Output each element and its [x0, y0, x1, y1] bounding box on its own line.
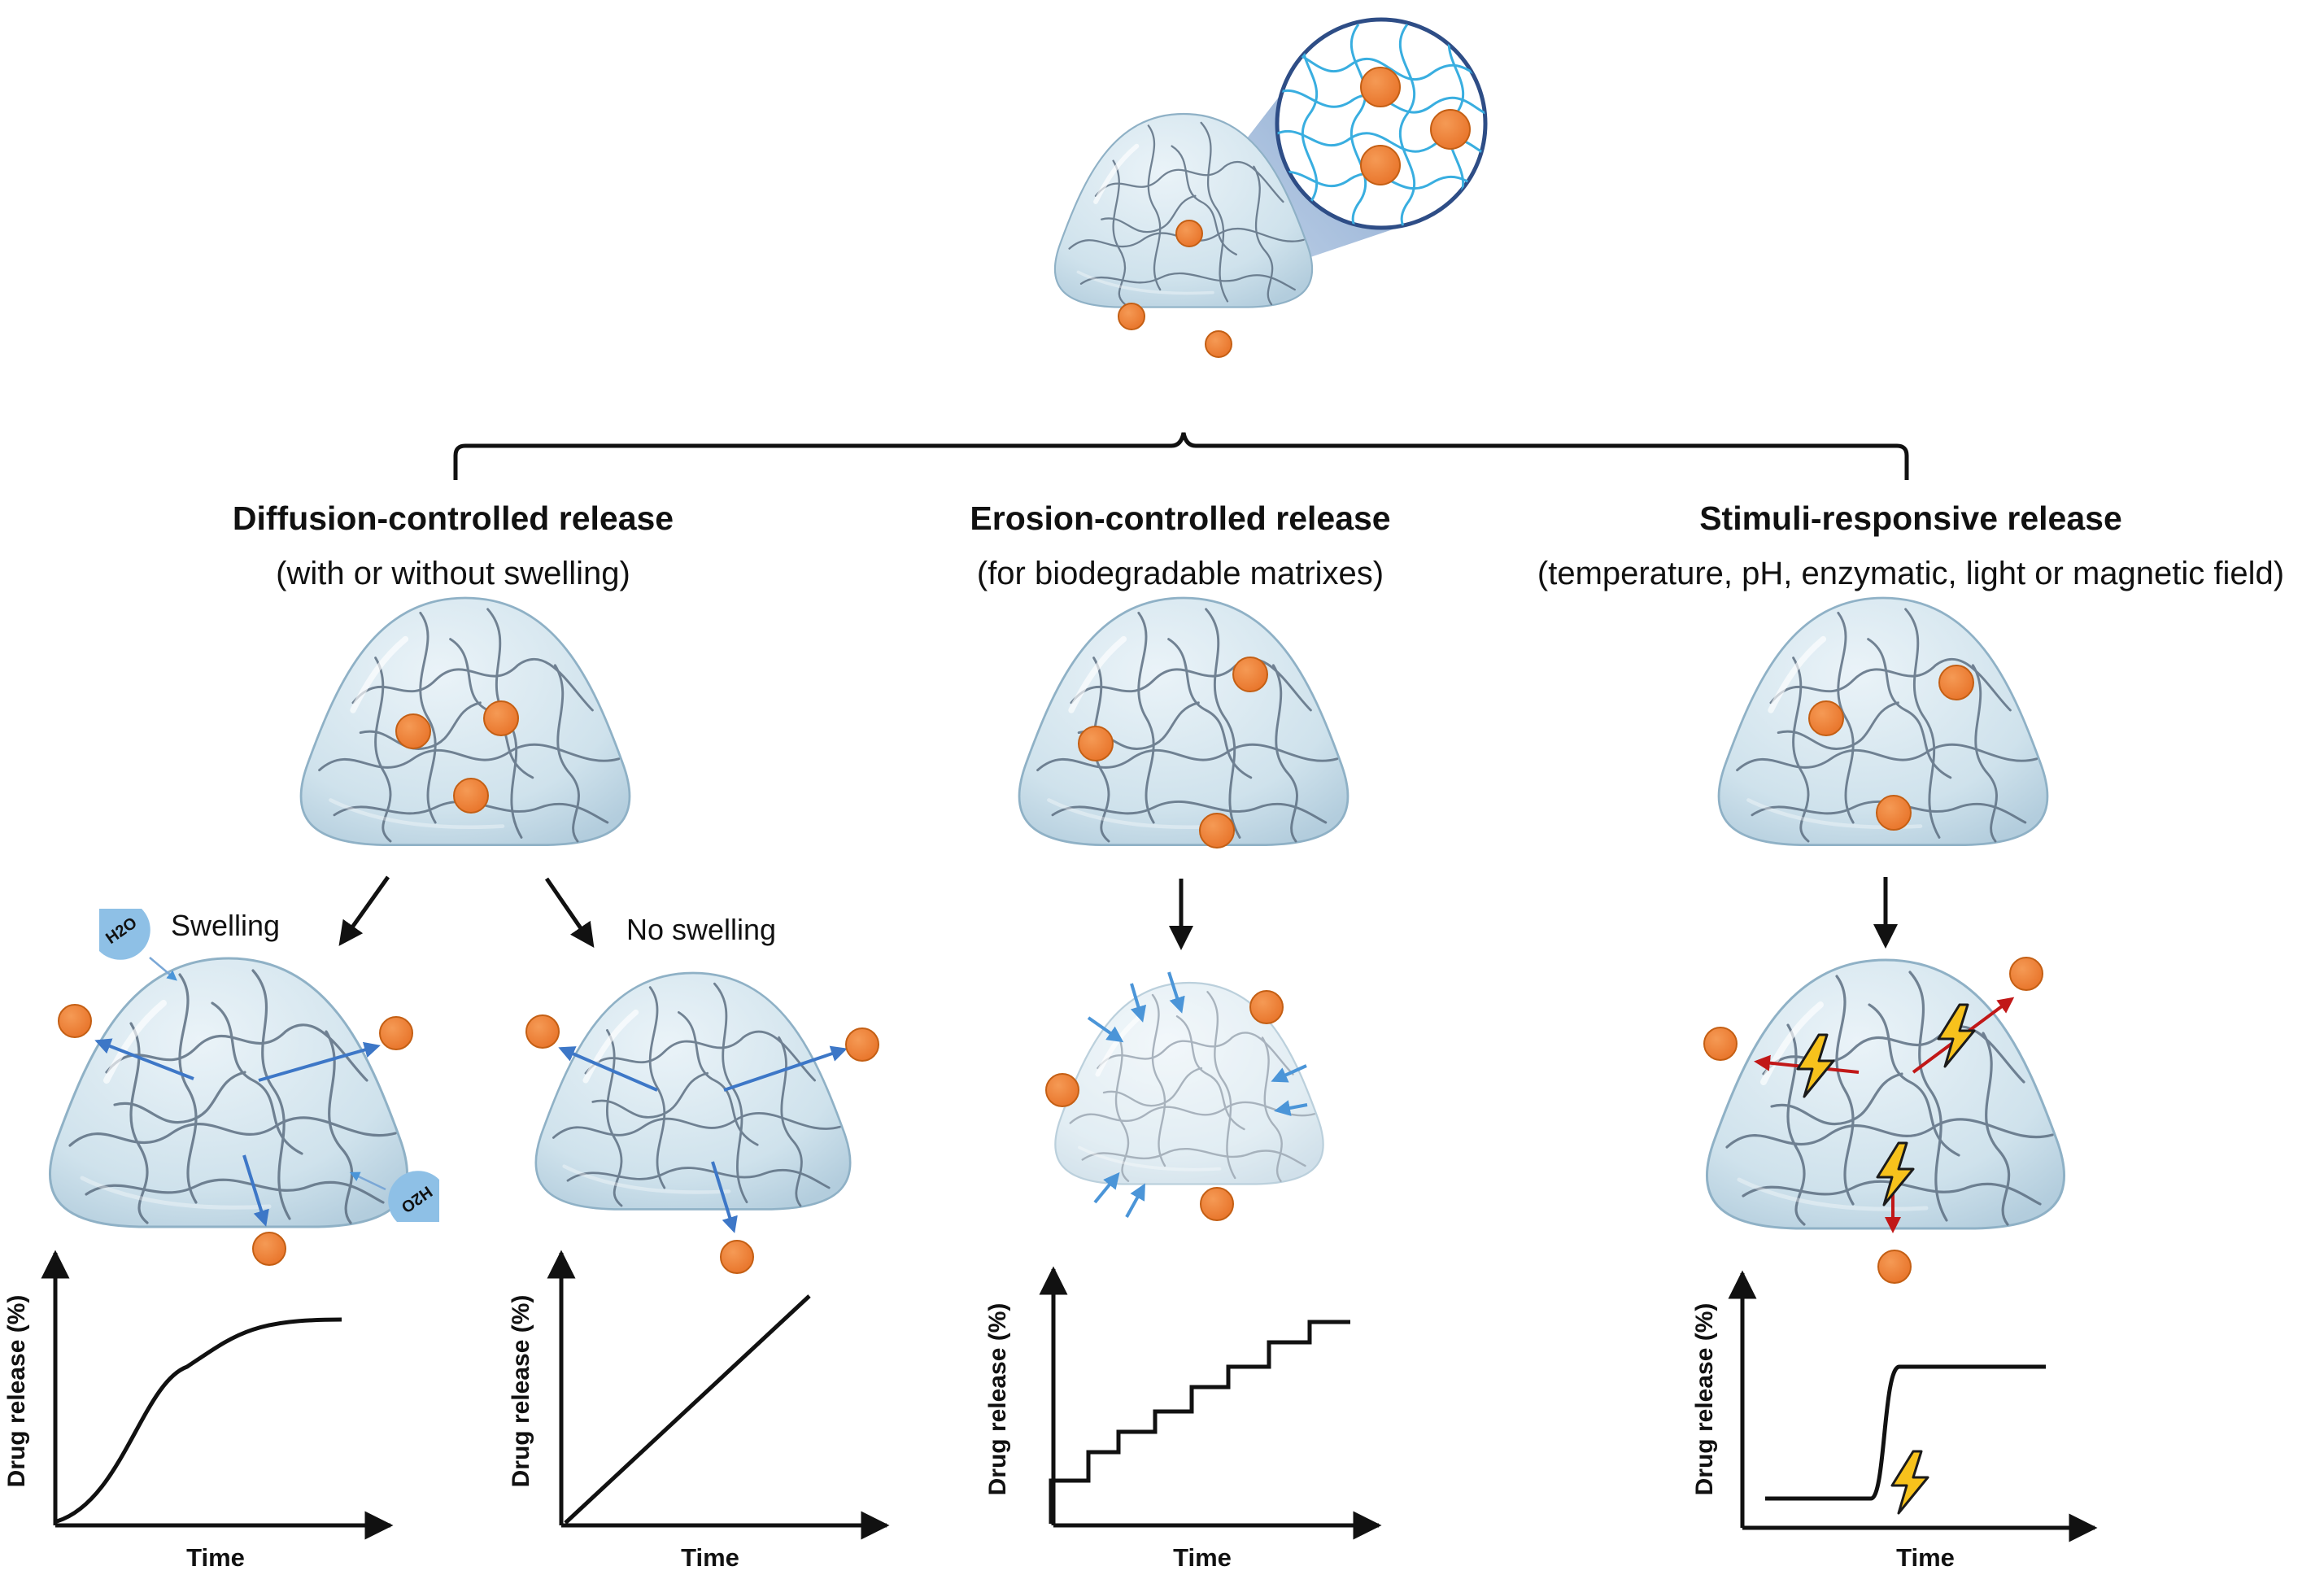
drug-particle	[395, 713, 431, 749]
drug-particle	[1045, 1073, 1079, 1107]
graph-diffusion-no-swelling: Drug release (%) Time	[508, 1250, 890, 1572]
release-curve	[564, 1294, 811, 1525]
drug-particle	[720, 1240, 754, 1274]
drug-particle	[1877, 1250, 1912, 1284]
drug-particle	[845, 1027, 879, 1062]
diffusion-arrow	[94, 1038, 194, 1080]
arrow-icon	[544, 877, 595, 948]
erosion-arrows	[1087, 971, 1308, 1218]
drug-particle	[1205, 330, 1232, 358]
water-drop-icon: H2O	[388, 1171, 439, 1222]
drug-particle	[379, 1016, 413, 1050]
diffusion-arrow	[242, 1154, 269, 1227]
x-axis-label: Time	[681, 1543, 739, 1572]
release-curve	[1765, 1364, 2046, 1501]
release-curve	[56, 1317, 342, 1524]
diffusion-arrow	[258, 1041, 381, 1082]
eroding-hydrogel	[1055, 983, 1323, 1185]
graph-diffusion-swelling: Drug release (%) Time	[3, 1250, 394, 1572]
drug-particle	[1249, 990, 1284, 1024]
graph-stimuli: Drug release (%) Time	[1691, 1270, 2098, 1572]
y-axis-label: Drug release (%)	[508, 1295, 534, 1488]
branch-bracket	[453, 432, 1909, 480]
erosion-hydrogel	[1019, 598, 1348, 849]
mechanism-title-diffusion: Diffusion-controlled release	[233, 500, 674, 537]
mechanism-subtitle-diffusion: (with or without swelling)	[276, 556, 630, 591]
drug-particle	[1703, 1027, 1738, 1061]
water-inflow-arrow	[149, 957, 177, 981]
mechanism-title-stimuli: Stimuli-responsive release	[1699, 500, 2122, 537]
y-axis-label: Drug release (%)	[3, 1295, 30, 1488]
swelling-hydrogel	[50, 958, 407, 1227]
drug-particle	[1430, 109, 1471, 150]
diffusion-arrow	[558, 1046, 658, 1092]
x-axis-label: Time	[1896, 1543, 1955, 1572]
swelling-label: Swelling	[171, 909, 280, 942]
drug-particle	[483, 700, 519, 736]
drug-particle	[1938, 665, 1974, 700]
graph-erosion: Drug release (%) Time	[984, 1266, 1382, 1572]
drug-particle	[1078, 726, 1114, 761]
x-axis-label: Time	[186, 1543, 245, 1572]
drug-particle	[453, 778, 489, 814]
y-axis-label: Drug release (%)	[1691, 1303, 1718, 1496]
mechanism-title-erosion: Erosion-controlled release	[970, 500, 1390, 537]
drug-particle	[1360, 67, 1401, 107]
drug-particle	[1175, 220, 1203, 247]
drug-particle	[1199, 813, 1235, 849]
drug-particle	[525, 1014, 560, 1049]
mechanism-subtitle-erosion: (for biodegradable matrixes)	[977, 556, 1384, 591]
release-curve	[1049, 1320, 1350, 1524]
drug-particle	[58, 1004, 92, 1038]
y-axis-label: Drug release (%)	[984, 1303, 1011, 1496]
water-drop-icon: H2O	[99, 909, 150, 960]
stimuli-hydrogel	[1719, 598, 2047, 845]
diffusion-arrow	[711, 1161, 738, 1233]
x-axis-label: Time	[1173, 1543, 1232, 1572]
water-inflow-arrow	[349, 1171, 386, 1191]
zoom-inset	[1275, 17, 1488, 230]
arrow-icon	[338, 875, 390, 946]
drug-particle	[1876, 795, 1912, 831]
diffusion-arrow	[723, 1045, 848, 1092]
drug-particle	[252, 1232, 286, 1266]
drug-particle	[1808, 700, 1844, 736]
drug-particle	[2009, 957, 2043, 991]
mechanism-subtitle-stimuli: (temperature, pH, enzymatic, light or ma…	[1537, 556, 2284, 591]
no-swelling-label: No swelling	[626, 913, 776, 946]
drug-particle	[1200, 1187, 1234, 1221]
non-swelling-hydrogel	[536, 973, 851, 1209]
drug-particle	[1360, 145, 1401, 185]
diffusion-hydrogel	[301, 598, 630, 845]
lightning-icon	[1890, 1450, 1929, 1515]
drug-particle	[1118, 303, 1145, 330]
drug-particle	[1232, 657, 1268, 692]
